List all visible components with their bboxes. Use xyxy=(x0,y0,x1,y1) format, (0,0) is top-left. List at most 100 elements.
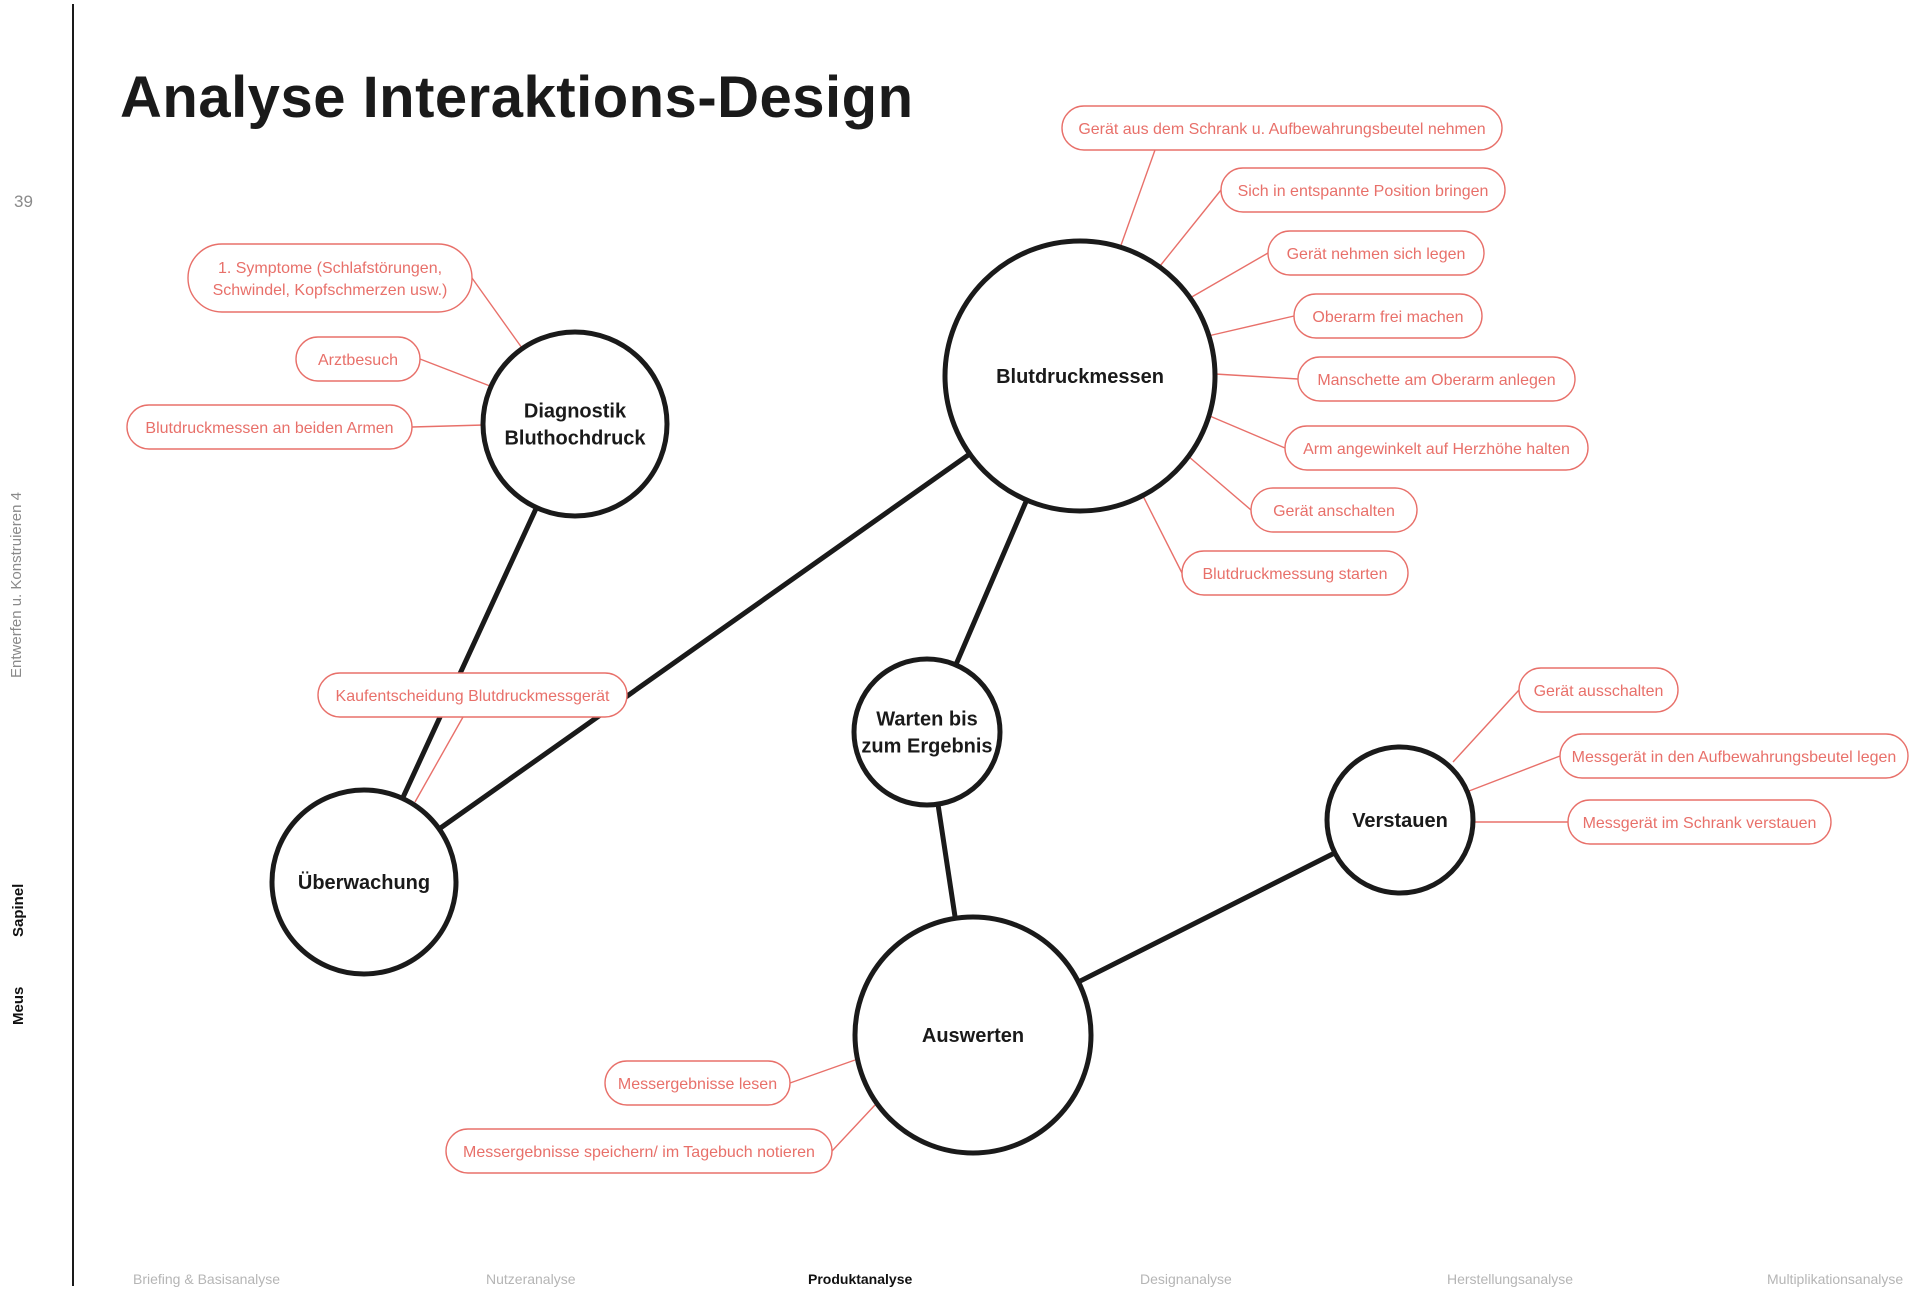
step-label: Blutdruckmessen an beiden Armen xyxy=(145,420,393,437)
edge-diagnostik-ueberwachung xyxy=(399,505,540,801)
node-circle xyxy=(1324,744,1476,896)
step-label: Gerät anschalten xyxy=(1273,503,1395,520)
nav-item-produktanalyse[interactable]: Produktanalyse xyxy=(808,1271,913,1287)
step-connector xyxy=(1187,455,1252,511)
edge-ueberwachung-blutdruckmessen xyxy=(436,451,973,832)
step-pill-outline xyxy=(1567,799,1832,845)
step-pill-ueberwachung: Kaufentscheidung Blutdruckmessgerät xyxy=(317,672,628,718)
step-pill-outline xyxy=(126,404,413,450)
step-label: Kaufentscheidung Blutdruckmessgerät xyxy=(336,688,610,705)
step-label: Blutdruckmessung starten xyxy=(1203,566,1388,583)
step-pill-outline xyxy=(1297,356,1576,402)
edge-blutdruckmessen-warten xyxy=(953,497,1030,668)
step-pill-outline xyxy=(1284,425,1589,471)
step-label: Messergebnisse speichern/ im Tagebuch no… xyxy=(463,1144,815,1161)
step-pill-auswerten: Messergebnisse lesen xyxy=(604,1060,791,1106)
node-label: Blutdruckmessen xyxy=(996,366,1164,388)
step-connector xyxy=(1189,252,1269,299)
step-label: Gerät aus dem Schrank u. Aufbewahrungsbe… xyxy=(1078,121,1485,138)
node-label: Warten bis xyxy=(876,709,978,731)
step-label: Messgerät in den Aufbewahrungsbeutel leg… xyxy=(1572,749,1897,766)
step-pill-outline xyxy=(187,243,473,313)
node-label: Diagnostik xyxy=(524,401,627,423)
step-pill-outline xyxy=(1061,105,1503,151)
node-label: Auswerten xyxy=(922,1025,1024,1047)
step-connector xyxy=(789,1059,856,1084)
node-ueberwachung[interactable]: Überwachung xyxy=(269,787,459,977)
step-pill-diagnostik: Blutdruckmessen an beiden Armen xyxy=(126,404,413,450)
step-pill-outline xyxy=(1250,487,1418,533)
step-pill-blutdruckmessen: Gerät aus dem Schrank u. Aufbewahrungsbe… xyxy=(1061,105,1503,151)
step-connector xyxy=(831,1104,876,1152)
step-connector xyxy=(1159,189,1222,267)
step-label: Sich in entspannte Position bringen xyxy=(1238,183,1489,200)
node-label: Bluthochdruck xyxy=(504,428,646,450)
step-pill-outline xyxy=(1293,293,1483,339)
step-pill-outline xyxy=(604,1060,791,1106)
node-circle xyxy=(942,238,1218,514)
sidebar-divider xyxy=(72,4,74,1286)
page-number: 39 xyxy=(14,192,33,211)
step-connector xyxy=(414,716,464,803)
step-label: Arztbesuch xyxy=(318,352,398,369)
step-pill-verstauen: Messgerät im Schrank verstauen xyxy=(1567,799,1832,845)
node-verstauen[interactable]: Verstauen xyxy=(1324,744,1476,896)
step-pill-outline xyxy=(445,1128,833,1174)
step-label: Manschette am Oberarm anlegen xyxy=(1317,372,1555,389)
step-connector xyxy=(1468,755,1561,792)
step-connector xyxy=(1214,373,1299,380)
step-label: Gerät ausschalten xyxy=(1534,683,1664,700)
edge-auswerten-verstauen xyxy=(1075,850,1338,985)
page-title: Analyse Interaktions-Design xyxy=(120,65,914,130)
nav-item-designanalyse[interactable]: Designanalyse xyxy=(1140,1271,1232,1287)
step-pill-diagnostik: Arztbesuch xyxy=(295,336,421,382)
step-label: Messergebnisse lesen xyxy=(618,1076,777,1093)
step-pill-blutdruckmessen: Gerät nehmen sich legen xyxy=(1267,230,1485,276)
step-connector xyxy=(411,424,485,428)
nav-item-multiplikationsanalyse[interactable]: Multiplikationsanalyse xyxy=(1767,1271,1904,1287)
step-connector xyxy=(1452,689,1520,763)
step-pill-blutdruckmessen: Blutdruckmessung starten xyxy=(1181,550,1409,596)
step-pill-blutdruckmessen: Gerät anschalten xyxy=(1250,487,1418,533)
node-blutdruckmessen[interactable]: Blutdruckmessen xyxy=(942,238,1218,514)
step-pill-diagnostik: 1. Symptome (Schlafstörungen, Schwindel, … xyxy=(187,243,473,313)
node-label: Überwachung xyxy=(298,871,430,894)
step-pill-blutdruckmessen: Manschette am Oberarm anlegen xyxy=(1297,356,1576,402)
step-connector xyxy=(1207,315,1295,337)
step-label: Gerät nehmen sich legen xyxy=(1287,246,1466,263)
step-label: Schwindel, Kopfschmerzen usw.) xyxy=(213,282,448,299)
step-pill-blutdruckmessen: Arm angewinkelt auf Herzhöhe halten xyxy=(1284,425,1589,471)
node-label: Verstauen xyxy=(1352,810,1448,832)
step-pill-auswerten: Messergebnisse speichern/ im Tagebuch no… xyxy=(445,1128,833,1174)
step-pill-verstauen: Gerät ausschalten xyxy=(1518,667,1679,713)
step-pill-outline xyxy=(1559,733,1909,779)
step-label: Messgerät im Schrank verstauen xyxy=(1583,815,1817,832)
step-label: Arm angewinkelt auf Herzhöhe halten xyxy=(1303,441,1570,458)
node-circle xyxy=(852,914,1094,1156)
node-warten[interactable]: Warten bis zum Ergebnis xyxy=(851,656,1003,808)
step-pill-outline xyxy=(1220,167,1506,213)
node-label: zum Ergebnis xyxy=(861,736,992,758)
step-label: 1. Symptome (Schlafstörungen, xyxy=(218,260,442,277)
node-circle xyxy=(851,656,1003,808)
nav-item-nutzeranalyse[interactable]: Nutzeranalyse xyxy=(486,1271,576,1287)
step-pill-outline xyxy=(317,672,628,718)
node-circle xyxy=(269,787,459,977)
edge-warten-auswerten xyxy=(935,801,958,921)
step-pill-outline xyxy=(295,336,421,382)
step-connector xyxy=(471,277,523,349)
step-pill-outline xyxy=(1267,230,1485,276)
step-pill-blutdruckmessen: Sich in entspannte Position bringen xyxy=(1220,167,1506,213)
node-auswerten[interactable]: Auswerten xyxy=(852,914,1094,1156)
nav-item-herstellungsanalyse[interactable]: Herstellungsanalyse xyxy=(1447,1271,1574,1287)
step-connector xyxy=(1119,149,1156,249)
step-connector xyxy=(1204,413,1286,449)
step-pill-blutdruckmessen: Oberarm frei machen xyxy=(1293,293,1483,339)
step-pill-outline xyxy=(1181,550,1409,596)
step-pill-outline xyxy=(1518,667,1679,713)
nav-item-briefing[interactable]: Briefing & Basisanalyse xyxy=(133,1271,281,1287)
node-circle xyxy=(480,329,670,519)
step-connector xyxy=(419,358,491,387)
